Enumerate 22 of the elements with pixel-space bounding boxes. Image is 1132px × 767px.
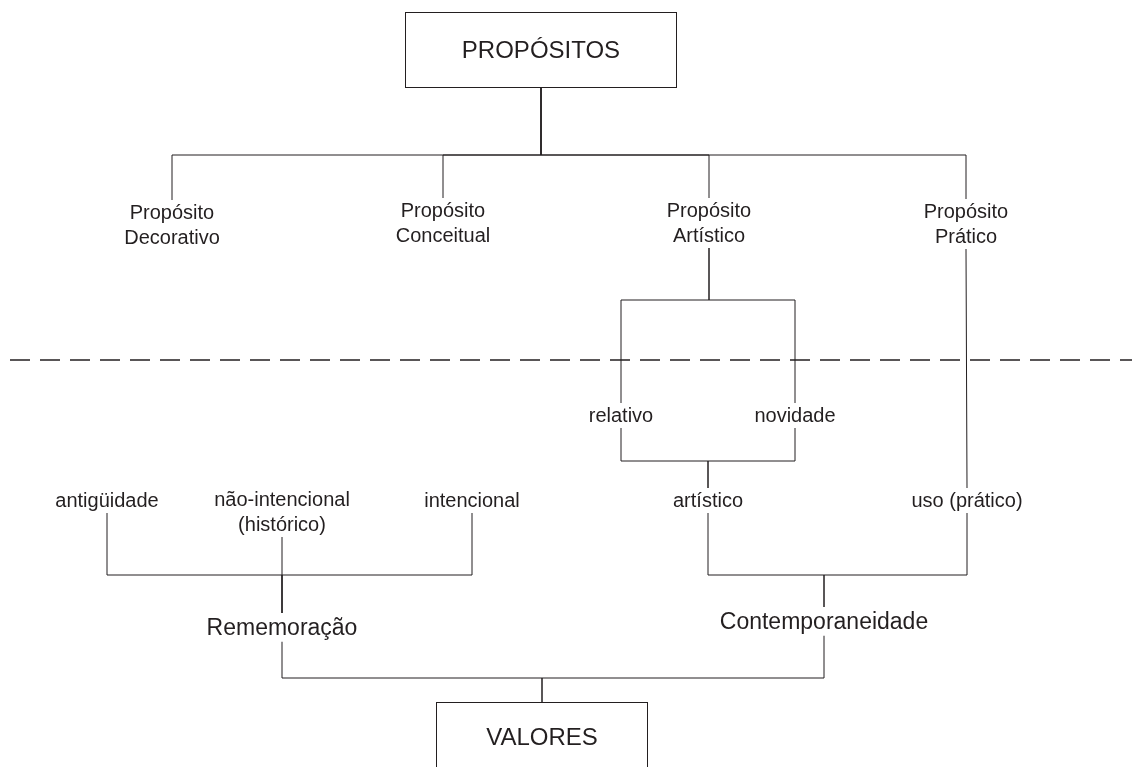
connector-line [965, 248, 968, 489]
category-label: Propósito Artístico [644, 198, 774, 248]
category-label: Propósito Decorativo [107, 200, 237, 250]
category-label: Propósito Prático [901, 199, 1031, 249]
connector-line [540, 87, 967, 200]
category-label: artístico [653, 488, 763, 513]
connector-line [708, 247, 796, 404]
category-label: Contemporaneidade [699, 607, 949, 636]
category-label: não-intencional (histórico) [197, 487, 367, 537]
connector-line [707, 427, 796, 489]
category-label: Propósito Conceitual [378, 198, 508, 248]
category-label: relativo [576, 403, 666, 428]
title-box: VALORES [436, 702, 648, 767]
category-label: antigüidade [42, 488, 172, 513]
connector-line [823, 512, 968, 608]
connector-line [281, 512, 473, 614]
category-label: Rememoração [192, 613, 372, 642]
connector-line [541, 635, 825, 703]
title-box: PROPÓSITOS [405, 12, 677, 88]
category-label: uso (prático) [892, 488, 1042, 513]
category-label: intencional [412, 488, 532, 513]
category-label: novidade [740, 403, 850, 428]
